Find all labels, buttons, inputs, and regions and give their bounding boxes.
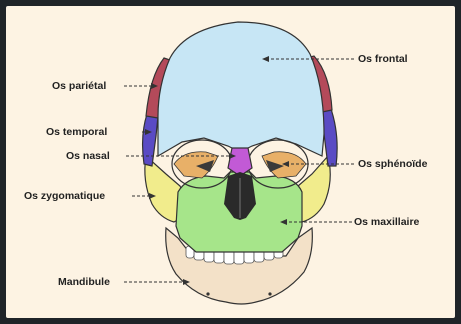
label-os-nasal: Os nasal bbox=[66, 150, 110, 162]
frontal-shape bbox=[158, 22, 324, 156]
label-os-zygomatique: Os zygomatique bbox=[24, 190, 105, 202]
label-os-parietal: Os pariétal bbox=[52, 80, 106, 92]
label-os-temporal: Os temporal bbox=[46, 126, 107, 138]
diagram-frame: Os frontal Os pariétal Os temporal Os na… bbox=[6, 6, 455, 318]
mandible-dot bbox=[206, 292, 209, 295]
label-mandibule: Mandibule bbox=[58, 276, 110, 288]
label-os-frontal: Os frontal bbox=[358, 53, 408, 65]
label-os-sphenoide: Os sphénoïde bbox=[358, 158, 427, 170]
label-os-maxillaire: Os maxillaire bbox=[354, 216, 419, 228]
temporal-left-shape bbox=[143, 114, 158, 166]
mandible-dot bbox=[268, 292, 271, 295]
